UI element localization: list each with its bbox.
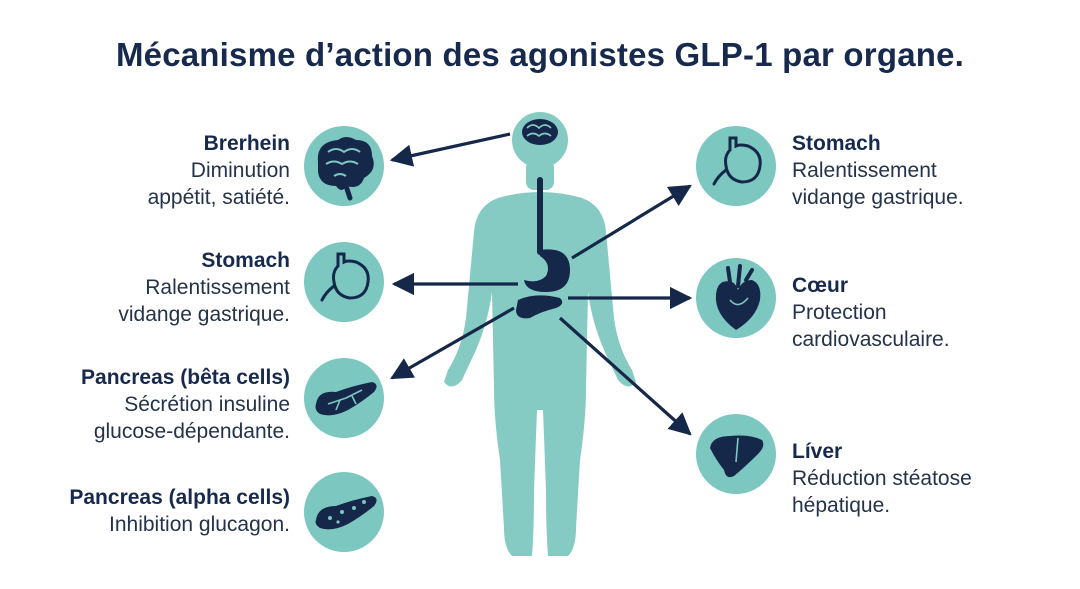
brain-icon bbox=[317, 137, 374, 201]
pancreas-icon bbox=[315, 496, 377, 530]
page-title: Mécanisme d’action des agonistes GLP-1 p… bbox=[115, 36, 965, 73]
organ-name: Stomach bbox=[792, 132, 881, 155]
arrow-stomach-right bbox=[571, 184, 692, 260]
label-heart: Cœur Protection cardiovasculaire. bbox=[792, 272, 950, 353]
body-brain-icon bbox=[522, 119, 558, 145]
organ-circle-stomach-left bbox=[304, 242, 384, 322]
organ-desc: hépatique. bbox=[792, 494, 891, 517]
organ-desc: glucose-dépendante. bbox=[93, 420, 290, 443]
organ-name: Pancreas (bêta cells) bbox=[81, 366, 290, 389]
organ-circle-pancreas-beta bbox=[304, 358, 384, 438]
organ-desc: cardiovasculaire. bbox=[792, 328, 950, 351]
organ-name: Pancreas (alpha cells) bbox=[69, 486, 290, 509]
body-stomach-icon bbox=[524, 249, 570, 292]
stomach-icon bbox=[712, 136, 762, 186]
organ-desc: Réduction stéatose bbox=[792, 467, 972, 490]
organ-name: Stomach bbox=[201, 249, 290, 272]
arrow-brain bbox=[389, 132, 511, 167]
liver-icon bbox=[710, 435, 764, 478]
arrows bbox=[389, 132, 693, 436]
organ-desc: Ralentissement bbox=[792, 159, 937, 182]
organ-circle-stomach-right bbox=[696, 126, 776, 206]
organ-name: Líver bbox=[792, 440, 843, 463]
label-pancreas-beta: Pancreas (bêta cells) Sécrétion insuline… bbox=[81, 364, 290, 445]
arrow-pancreas-beta bbox=[390, 306, 515, 380]
arrow-liver bbox=[558, 316, 692, 436]
organ-desc: Protection bbox=[792, 301, 887, 324]
organ-desc: Diminution bbox=[190, 159, 290, 182]
heart-icon bbox=[715, 264, 761, 330]
organ-desc: appétit, satiété. bbox=[147, 186, 290, 209]
organ-desc: Ralentissement bbox=[145, 276, 290, 299]
organ-desc: Inhibition glucagon. bbox=[109, 513, 290, 536]
organ-circle-liver bbox=[696, 414, 776, 494]
label-liver: Líver Réduction stéatose hépatique. bbox=[792, 438, 972, 519]
organ-name: Brerhein bbox=[203, 132, 290, 155]
organ-circle-brain bbox=[304, 126, 384, 206]
label-brain: Brerhein Diminution appétit, satiété. bbox=[148, 130, 290, 211]
pancreas-icon bbox=[315, 382, 377, 416]
organ-name: Cœur bbox=[792, 274, 848, 297]
organ-circle-pancreas-alpha bbox=[304, 472, 384, 552]
organ-circle-heart bbox=[696, 258, 776, 338]
organ-desc: Sécrétion insuline bbox=[124, 393, 290, 416]
stomach-icon bbox=[320, 252, 370, 302]
label-pancreas-alpha: Pancreas (alpha cells) Inhibition glucag… bbox=[69, 484, 290, 538]
body-pancreas-icon bbox=[516, 295, 563, 319]
label-stomach-left: Stomach Ralentissement vidange gastrique… bbox=[118, 247, 290, 328]
organ-desc: vidange gastrique. bbox=[118, 303, 290, 326]
organ-desc: vidange gastrique. bbox=[792, 186, 964, 209]
label-stomach-right: Stomach Ralentissement vidange gastrique… bbox=[792, 130, 964, 211]
